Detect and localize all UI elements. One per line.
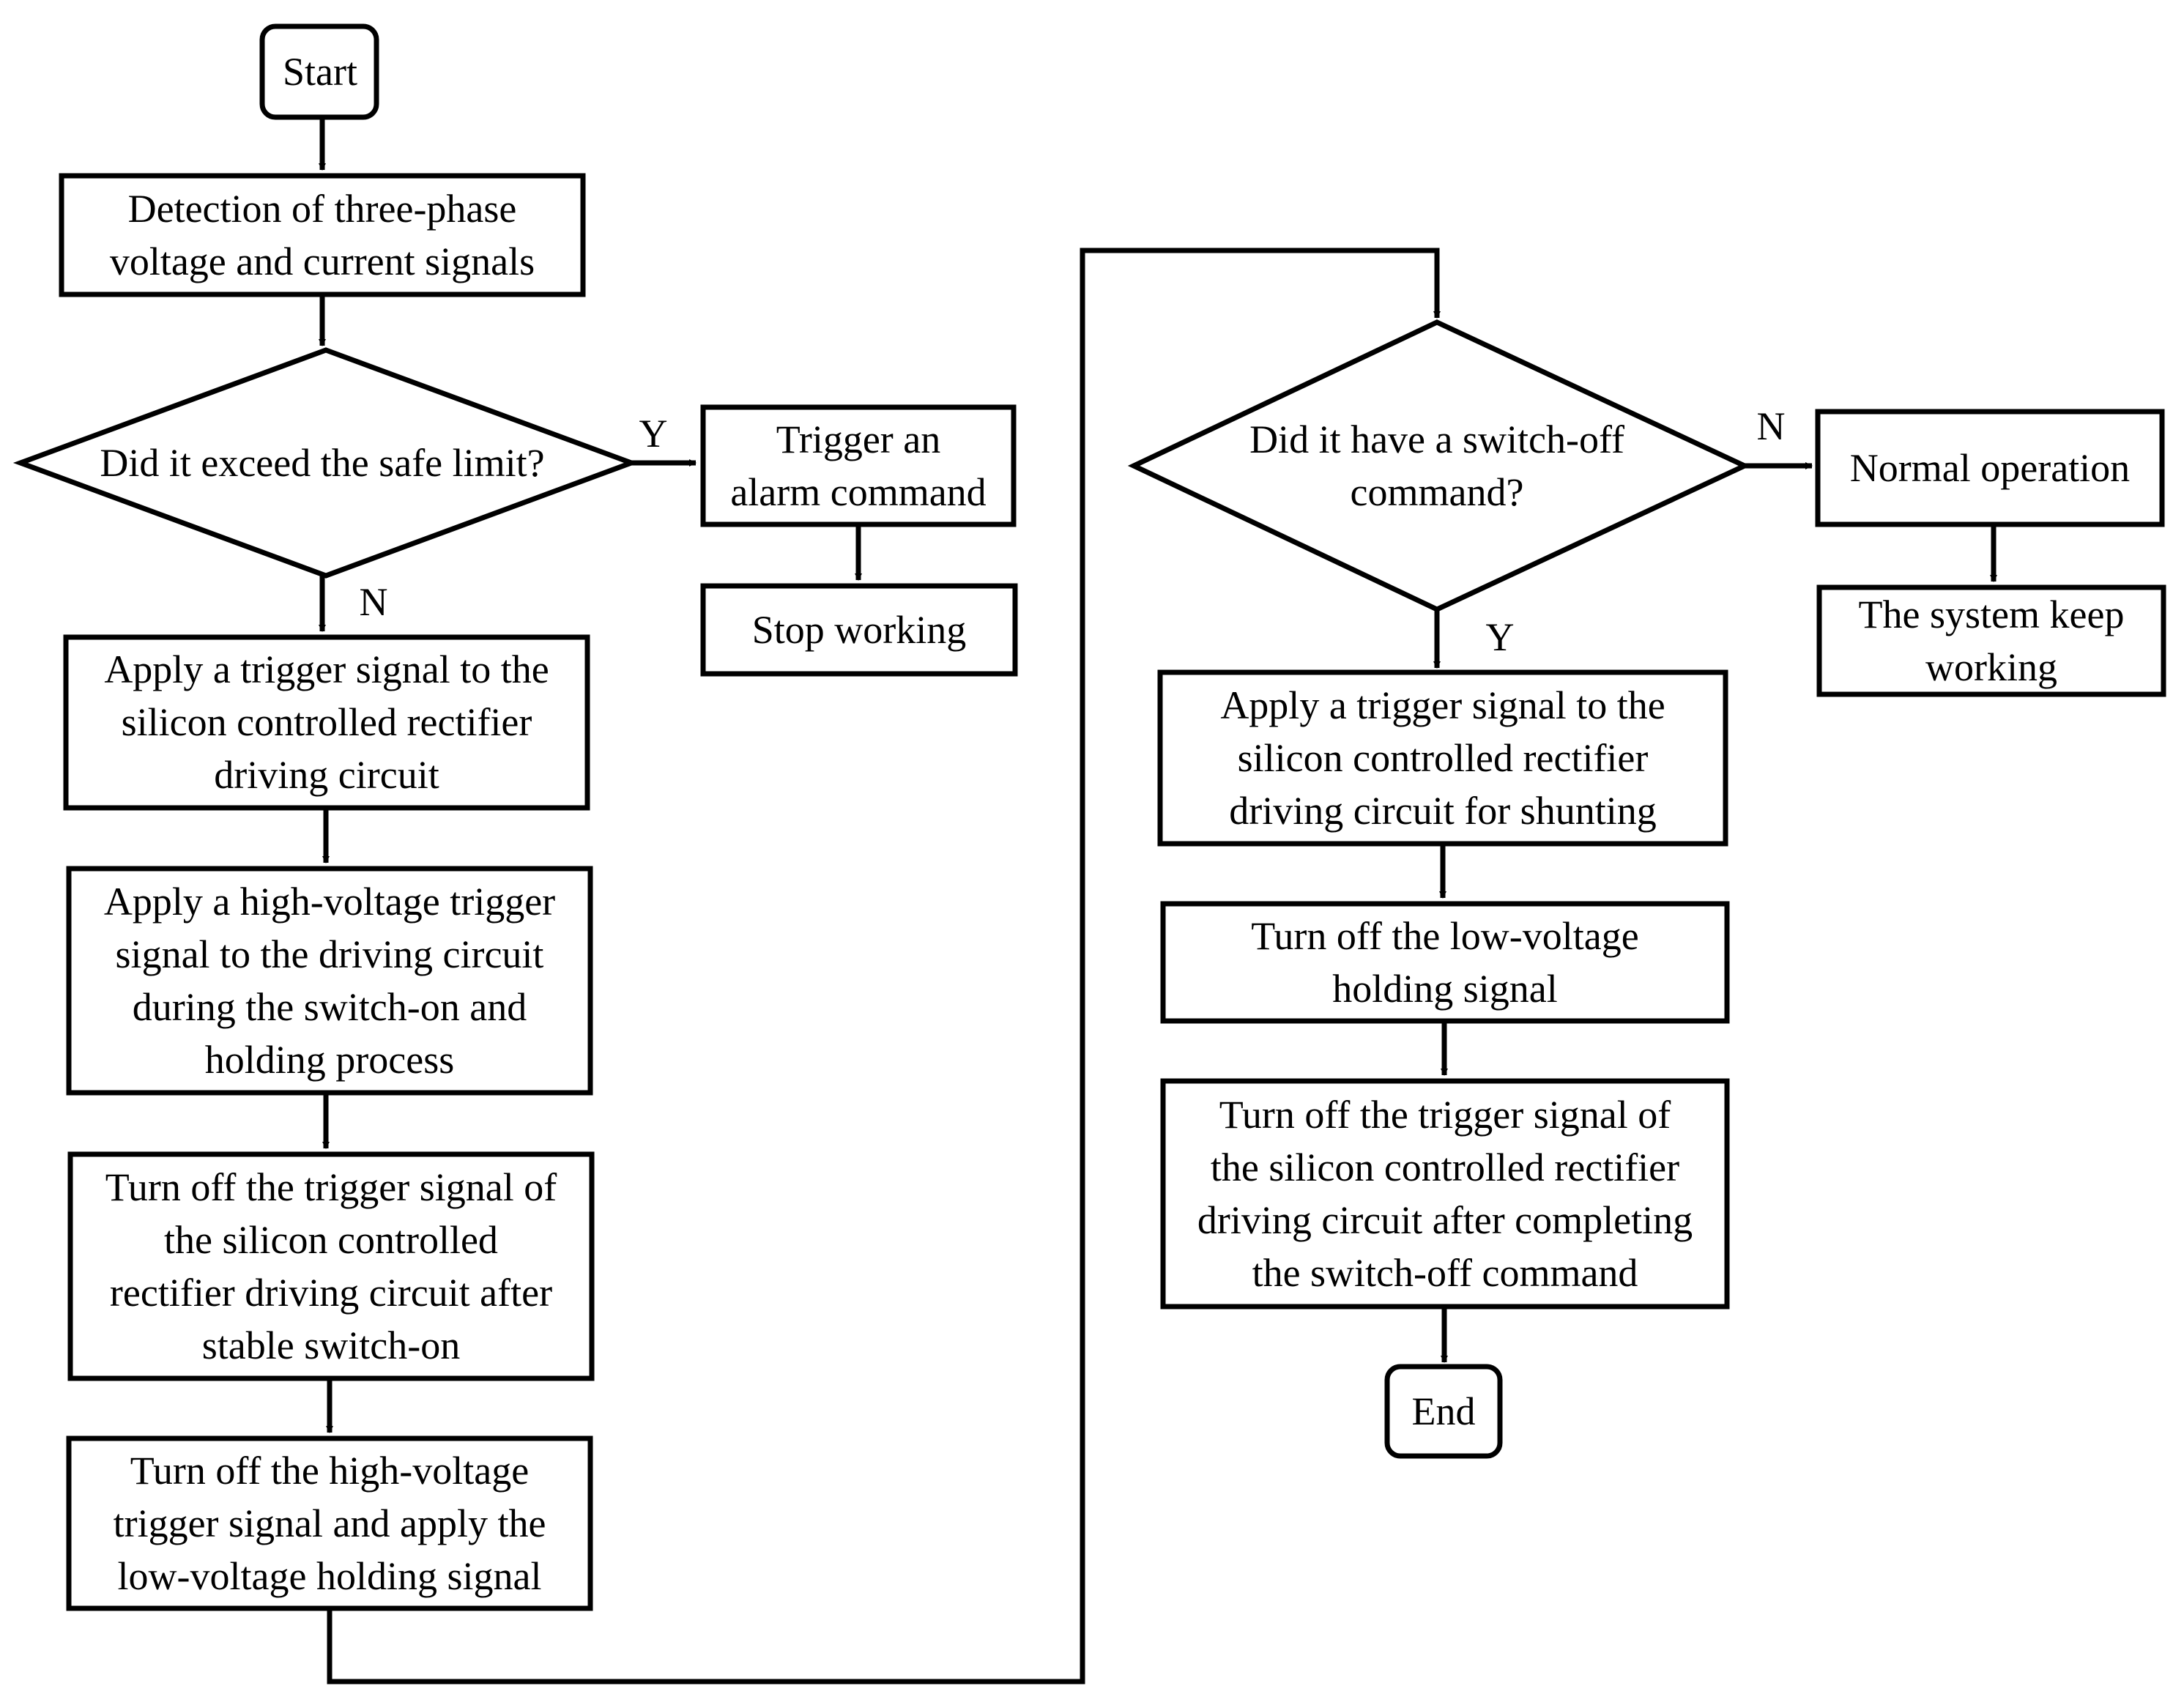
node-text: Did it exceed the safe limit? bbox=[100, 441, 544, 485]
node-text-line: Turn off the trigger signal of bbox=[1219, 1093, 1671, 1137]
node-text: Stop working bbox=[752, 608, 967, 652]
node-turn-off-final: Turn off the trigger signal of the silico… bbox=[1160, 1078, 1730, 1310]
node-text-line: The system keep bbox=[1859, 593, 2125, 636]
arrow-turn-off-hv-to-switch-off-q bbox=[327, 248, 1441, 1684]
edge-labels: Y N N Y bbox=[360, 404, 1786, 659]
process-box bbox=[700, 404, 1017, 527]
node-text-line: Apply a high-voltage trigger bbox=[104, 880, 555, 924]
process-box bbox=[59, 173, 586, 297]
node-text-line: silicon controlled rectifier bbox=[122, 700, 532, 744]
node-text: Trigger an alarm command bbox=[730, 417, 986, 514]
node-text-line: driving circuit after completing bbox=[1197, 1198, 1693, 1242]
node-text-line: working bbox=[1925, 645, 2057, 689]
node-stop: Stop working bbox=[700, 583, 1018, 677]
node-end: End bbox=[1384, 1364, 1503, 1459]
node-text-line: the silicon controlled rectifier bbox=[1211, 1145, 1679, 1189]
node-text-line: Apply a trigger signal to the bbox=[1220, 683, 1665, 727]
node-apply-shunt: Apply a trigger signal to the silicon con… bbox=[1157, 669, 1728, 847]
process-box bbox=[67, 1151, 595, 1381]
node-text: Apply a trigger signal to the silicon con… bbox=[104, 647, 549, 797]
node-text: The system keep working bbox=[1859, 593, 2125, 689]
node-turn-off-hv: Turn off the high-voltage trigger signal … bbox=[66, 1435, 593, 1611]
node-text-line: silicon controlled rectifier bbox=[1238, 736, 1649, 780]
node-turn-off-trigger: Turn off the trigger signal of the silico… bbox=[67, 1151, 595, 1381]
node-text-line: during the switch-on and bbox=[133, 985, 527, 1029]
node-text-line: signal to the driving circuit bbox=[116, 932, 544, 976]
node-text: End bbox=[1412, 1389, 1476, 1433]
node-text: Start bbox=[283, 50, 357, 94]
node-text-line: holding process bbox=[205, 1038, 454, 1082]
process-box bbox=[1157, 669, 1728, 847]
node-text-line: Did it exceed the safe limit? bbox=[100, 441, 544, 485]
node-text-line: stable switch-on bbox=[202, 1323, 460, 1367]
node-text-line: Normal operation bbox=[1850, 446, 2130, 490]
node-text: Normal operation bbox=[1850, 446, 2130, 490]
process-box bbox=[66, 1435, 593, 1611]
node-text-line: Trigger an bbox=[776, 417, 941, 461]
node-keep-working: The system keep working bbox=[1816, 584, 2166, 697]
process-box bbox=[1160, 901, 1730, 1024]
node-text-line: voltage and current signals bbox=[110, 239, 535, 283]
node-alarm: Trigger an alarm command bbox=[700, 404, 1017, 527]
node-text: Turn off the trigger signal of the silico… bbox=[1197, 1093, 1693, 1295]
decision-diamond bbox=[1127, 319, 1751, 612]
node-text-line: the silicon controlled bbox=[164, 1218, 498, 1262]
node-text: Did it have a switch-off command? bbox=[1249, 417, 1624, 514]
edge-label-switch-yes: Y bbox=[1486, 615, 1515, 659]
node-text-line: Turn off the high-voltage bbox=[130, 1449, 529, 1493]
connectors bbox=[319, 117, 1997, 1684]
edge-label-safe-yes: Y bbox=[639, 412, 668, 456]
node-text-line: Apply a trigger signal to the bbox=[104, 647, 549, 691]
node-text-line: Turn off the trigger signal of bbox=[105, 1165, 557, 1209]
node-normal: Normal operation bbox=[1815, 409, 2165, 527]
node-text: Turn off the high-voltage trigger signal … bbox=[114, 1449, 546, 1598]
node-text-line: driving circuit for shunting bbox=[1229, 789, 1656, 833]
node-text-line: Did it have a switch-off bbox=[1249, 417, 1624, 461]
node-text-line: Start bbox=[283, 50, 357, 94]
node-text: Turn off the low-voltage holding signal bbox=[1251, 914, 1638, 1011]
node-text-line: Detection of three-phase bbox=[128, 187, 517, 231]
decision-diamond bbox=[12, 347, 639, 579]
node-text: Detection of three-phase voltage and curr… bbox=[110, 187, 535, 283]
node-text-line: low-voltage holding signal bbox=[118, 1554, 542, 1598]
process-box bbox=[1160, 1078, 1730, 1310]
process-box bbox=[1816, 584, 2166, 697]
node-text-line: rectifier driving circuit after bbox=[110, 1271, 552, 1315]
process-box bbox=[63, 634, 590, 811]
node-safe-limit: Did it exceed the safe limit? bbox=[12, 347, 639, 579]
process-box bbox=[66, 866, 593, 1096]
edge-label-switch-no: N bbox=[1757, 404, 1786, 448]
node-turn-off-lv: Turn off the low-voltage holding signal bbox=[1160, 901, 1730, 1024]
node-text-line: End bbox=[1412, 1389, 1476, 1433]
terminal-shape bbox=[259, 23, 379, 120]
node-text: Apply a trigger signal to the silicon con… bbox=[1220, 683, 1665, 833]
node-text: Turn off the trigger signal of the silico… bbox=[105, 1165, 557, 1367]
node-start: Start bbox=[259, 23, 379, 120]
node-text-line: trigger signal and apply the bbox=[114, 1501, 546, 1545]
process-box bbox=[1815, 409, 2165, 527]
node-text-line: Stop working bbox=[752, 608, 967, 652]
node-text-line: command? bbox=[1351, 470, 1524, 514]
node-apply-trigger: Apply a trigger signal to the silicon con… bbox=[63, 634, 590, 811]
node-switch-off-q: Did it have a switch-off command? bbox=[1127, 319, 1751, 612]
node-text-line: alarm command bbox=[730, 470, 986, 514]
terminal-shape bbox=[1384, 1364, 1503, 1459]
node-detect: Detection of three-phase voltage and curr… bbox=[59, 173, 586, 297]
process-box bbox=[700, 583, 1018, 677]
node-text: Apply a high-voltage trigger signal to th… bbox=[104, 880, 555, 1082]
node-text-line: Turn off the low-voltage bbox=[1251, 914, 1638, 958]
node-text-line: the switch-off command bbox=[1252, 1251, 1638, 1295]
node-apply-hv: Apply a high-voltage trigger signal to th… bbox=[66, 866, 593, 1096]
node-text-line: holding signal bbox=[1332, 967, 1558, 1011]
edge-label-safe-no: N bbox=[360, 580, 388, 624]
node-text-line: driving circuit bbox=[214, 753, 439, 797]
